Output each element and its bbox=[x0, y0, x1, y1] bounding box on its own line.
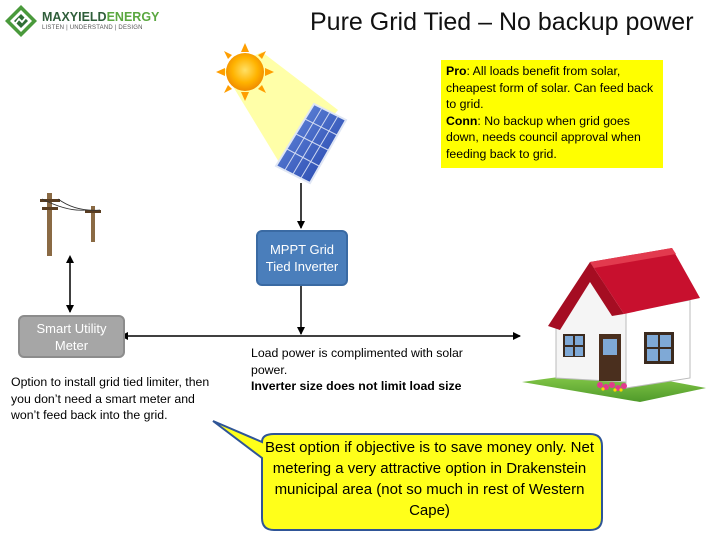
page-title: Pure Grid Tied – No backup power bbox=[310, 8, 694, 36]
inverter-box: MPPT Grid Tied Inverter bbox=[256, 230, 348, 286]
pros-cons-note: Pro: All loads benefit from solar, cheap… bbox=[441, 60, 663, 168]
logo: MAXYIELDENERGY LISTEN | UNDERSTAND | DES… bbox=[4, 4, 159, 40]
utility-pole-icon bbox=[40, 193, 101, 256]
callout-bubble bbox=[212, 420, 603, 531]
limiter-note: Option to install grid tied limiter, the… bbox=[11, 375, 210, 422]
load-note-text: Load power is complimented with solar po… bbox=[251, 346, 463, 377]
con-label: Conn bbox=[446, 113, 478, 128]
meter-label: Smart Utility Meter bbox=[36, 320, 107, 353]
pro-label: Pro bbox=[446, 64, 467, 78]
logo-name: MAXYIELDENERGY bbox=[42, 10, 160, 24]
logo-icon bbox=[5, 5, 37, 37]
load-note: Load power is complimented with solar po… bbox=[251, 345, 501, 395]
logo-tagline: LISTEN | UNDERSTAND | DESIGN bbox=[42, 25, 143, 31]
smart-meter-box: Smart Utility Meter bbox=[18, 315, 125, 358]
house-icon bbox=[522, 248, 706, 402]
pro-text: : All loads benefit from solar, cheapest… bbox=[446, 64, 654, 112]
inverter-label: MPPT Grid Tied Inverter bbox=[265, 242, 339, 274]
callout-text: Best option if objective is to save mone… bbox=[264, 439, 595, 519]
load-note-bold: Inverter size does not limit load size bbox=[251, 379, 462, 393]
sun-icon bbox=[216, 43, 274, 101]
solar-panel-icon bbox=[274, 102, 348, 185]
con-text: : No backup when grid goes down, needs c… bbox=[446, 113, 641, 161]
